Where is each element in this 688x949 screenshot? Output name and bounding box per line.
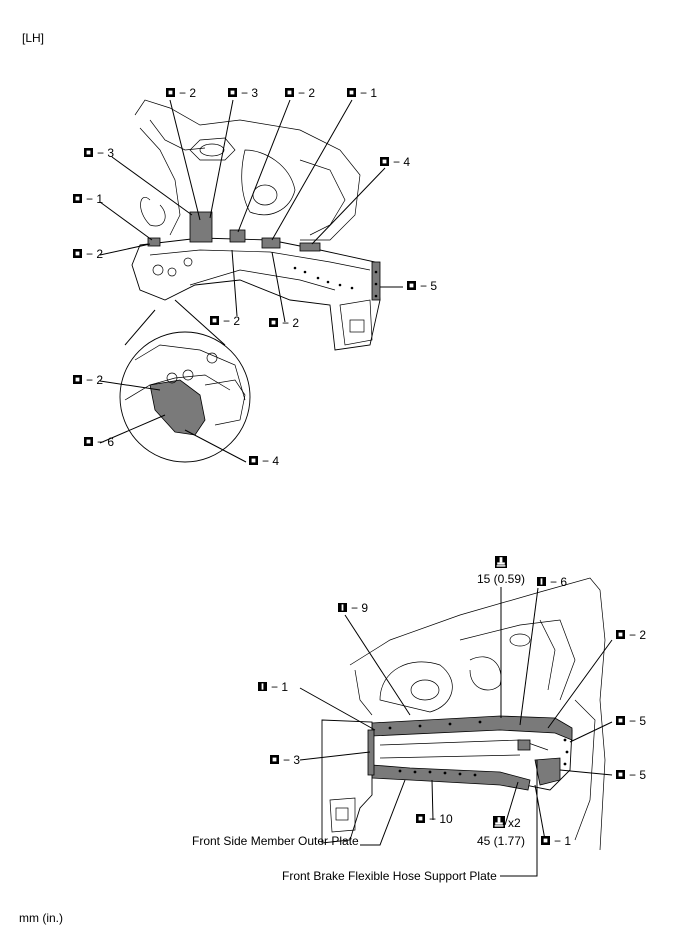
weld-type-O-square-icon xyxy=(347,88,356,97)
svg-text:− 6: − 6 xyxy=(97,435,114,449)
svg-text:− 10: − 10 xyxy=(429,812,453,826)
svg-text:− 5: − 5 xyxy=(629,714,646,728)
callout-bottom-5: − 5 xyxy=(616,714,646,728)
svg-text:− 2: − 2 xyxy=(86,247,103,261)
callout-bottom-6: − 3 xyxy=(270,753,300,767)
weld-type-O-square-icon xyxy=(84,437,93,446)
svg-text:− 2: − 2 xyxy=(86,373,103,387)
top-leader-lines xyxy=(99,99,403,463)
weld-type-O-square-icon xyxy=(541,836,550,845)
svg-text:− 5: − 5 xyxy=(420,279,437,293)
svg-text:− 2: − 2 xyxy=(298,86,315,100)
weld-type-O-square-icon xyxy=(616,716,625,725)
svg-text:− 3: − 3 xyxy=(283,753,300,767)
svg-text:− 2: − 2 xyxy=(629,628,646,642)
top-callouts: − 2 − 3 − 2 − 1 − 3 − 4 − 1 − 2 − 5 − 2 … xyxy=(73,86,437,468)
svg-text:− 2: − 2 xyxy=(223,314,240,328)
torque-wrench-icon xyxy=(493,816,505,828)
weld-type-O-square-icon xyxy=(616,630,625,639)
torque-wrench-icon xyxy=(495,556,507,568)
svg-text:− 3: − 3 xyxy=(241,86,258,100)
bottom-leader-lines xyxy=(299,587,613,877)
weld-type-O-square-icon xyxy=(249,456,258,465)
svg-text:− 3: − 3 xyxy=(97,146,114,160)
view-label: [LH] xyxy=(22,31,44,45)
torque-top: 15 (0.59) xyxy=(477,556,525,586)
callout-top-1: − 2 xyxy=(166,86,196,100)
weld-type-I-square-icon xyxy=(338,603,347,612)
callout-top-10: − 2 xyxy=(210,314,240,328)
torque-bottom: x2 45 (1.77) xyxy=(477,816,525,848)
callout-top-7: − 1 xyxy=(73,192,103,206)
weld-type-O-square-icon xyxy=(210,316,219,325)
callout-top-2: − 3 xyxy=(228,86,258,100)
callout-top-6: − 4 xyxy=(380,155,410,169)
callout-bottom-2: − 9 xyxy=(338,601,368,615)
callout-bottom-8: − 10 xyxy=(416,812,453,826)
svg-text:− 5: − 5 xyxy=(629,768,646,782)
svg-text:45 (1.77): 45 (1.77) xyxy=(477,834,525,848)
weld-type-O-square-icon xyxy=(416,814,425,823)
svg-text:− 1: − 1 xyxy=(360,86,377,100)
bottom-callouts: 15 (0.59) − 6 − 9 − 2 − 1 − 5 − 3 − 5 − … xyxy=(192,556,646,883)
svg-text:− 1: − 1 xyxy=(271,680,288,694)
svg-text:x2: x2 xyxy=(508,816,521,830)
top-view-illustration xyxy=(119,99,381,463)
callout-top-5: − 3 xyxy=(84,146,114,160)
label-outer-plate: Front Side Member Outer Plate xyxy=(192,834,359,848)
callout-detail-2: − 6 xyxy=(84,435,114,449)
svg-text:− 6: − 6 xyxy=(550,575,567,589)
svg-text:− 9: − 9 xyxy=(351,601,368,615)
label-hose-support-plate: Front Brake Flexible Hose Support Plate xyxy=(282,869,497,883)
weld-type-O-square-icon xyxy=(407,281,416,290)
svg-text:− 2: − 2 xyxy=(179,86,196,100)
callout-bottom-4: − 1 xyxy=(258,680,288,694)
callout-top-3: − 2 xyxy=(285,86,315,100)
svg-text:− 1: − 1 xyxy=(554,834,571,848)
weld-type-O-square-icon xyxy=(166,88,175,97)
bottom-view-illustration xyxy=(321,577,606,851)
unit-label: mm (in.) xyxy=(19,911,63,925)
callout-top-9: − 5 xyxy=(407,279,437,293)
svg-text:− 4: − 4 xyxy=(393,155,410,169)
weld-type-O-square-icon xyxy=(616,770,625,779)
weld-type-I-square-icon xyxy=(537,577,546,586)
callout-top-8: − 2 xyxy=(73,247,103,261)
weld-type-O-square-icon xyxy=(84,148,93,157)
weld-type-I-square-icon xyxy=(258,682,267,691)
callout-bottom-7: − 5 xyxy=(616,768,646,782)
svg-text:− 2: − 2 xyxy=(282,316,299,330)
weld-type-O-square-icon xyxy=(269,318,278,327)
svg-text:− 1: − 1 xyxy=(86,192,103,206)
callout-bottom-3: − 2 xyxy=(616,628,646,642)
weld-type-O-square-icon xyxy=(73,194,82,203)
svg-text:− 4: − 4 xyxy=(262,454,279,468)
weld-type-O-square-icon xyxy=(285,88,294,97)
weld-type-O-square-icon xyxy=(270,755,279,764)
callout-bottom-9: − 1 xyxy=(541,834,571,848)
callout-top-4: − 1 xyxy=(347,86,377,100)
callout-top-11: − 2 xyxy=(269,316,299,330)
callout-detail-3: − 4 xyxy=(249,454,279,468)
weld-type-O-square-icon xyxy=(73,249,82,258)
callout-detail-1: − 2 xyxy=(73,373,103,387)
weld-type-O-square-icon xyxy=(73,375,82,384)
callout-bottom-1: − 6 xyxy=(537,575,567,589)
weld-type-O-square-icon xyxy=(380,157,389,166)
svg-text:15 (0.59): 15 (0.59) xyxy=(477,572,525,586)
weld-type-O-square-icon xyxy=(228,88,237,97)
